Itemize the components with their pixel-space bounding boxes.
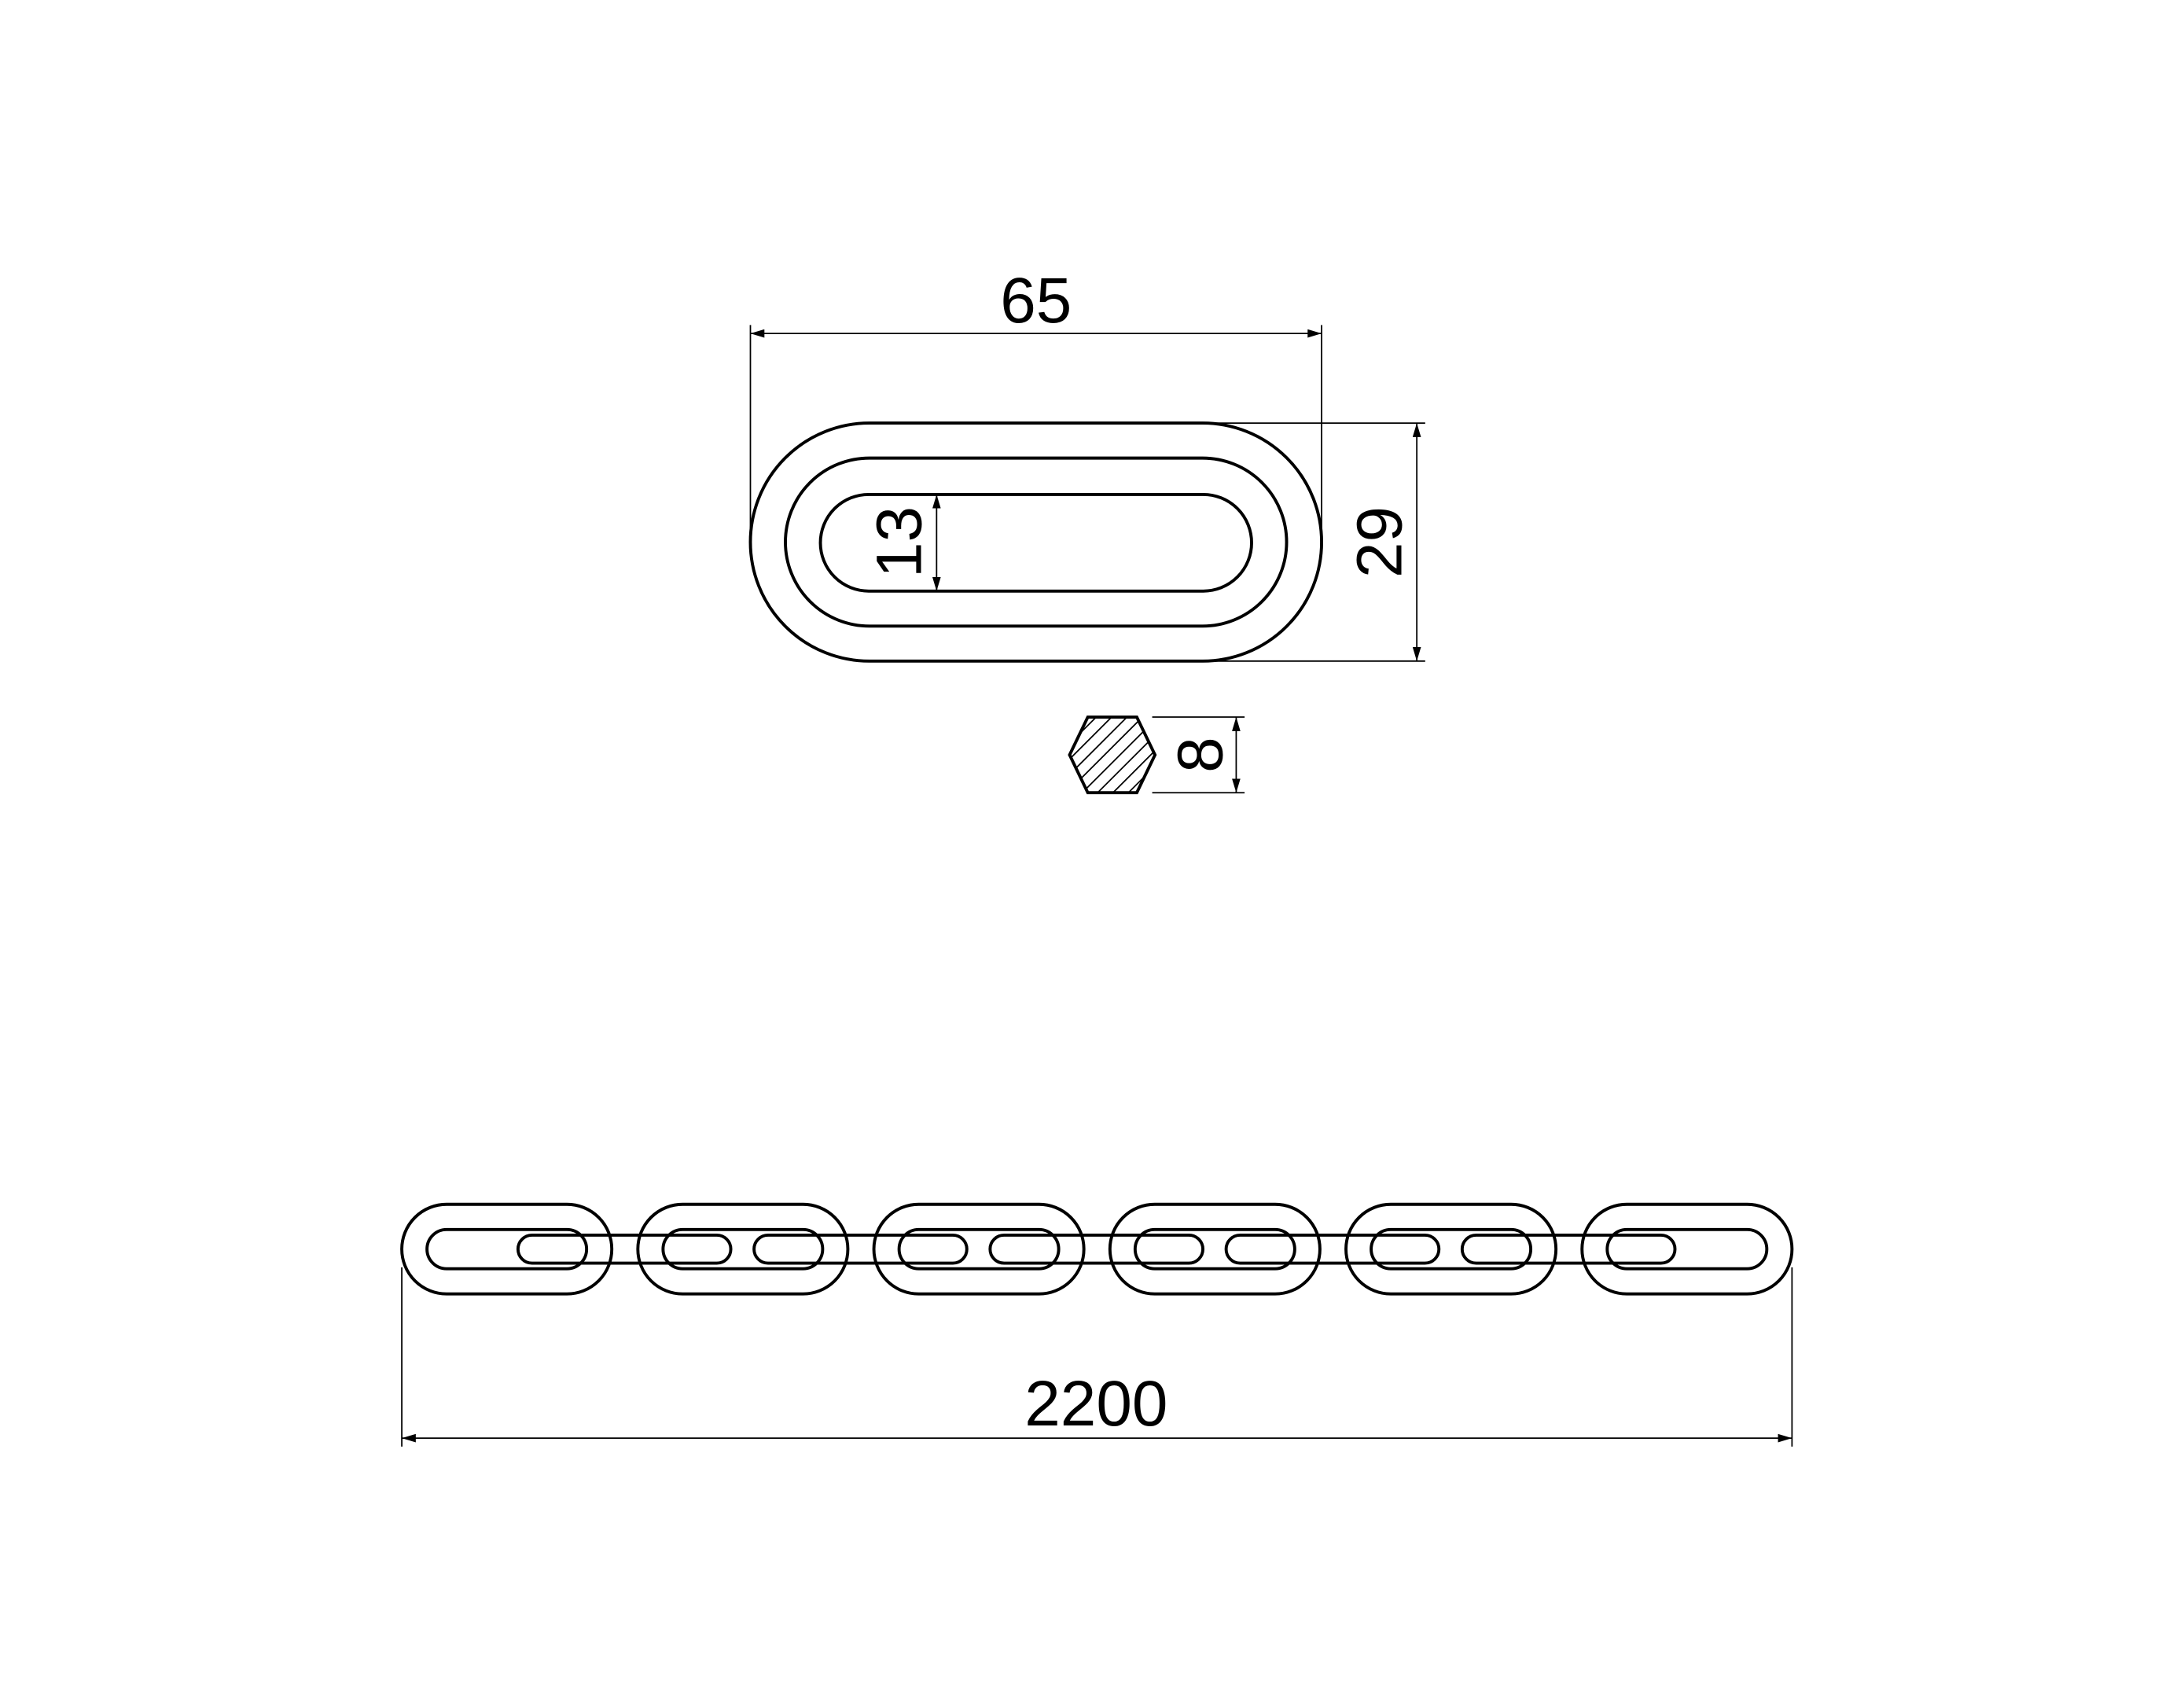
chain-view — [400, 1202, 1794, 1296]
dimension-label-width: 29 — [1344, 506, 1416, 578]
dimension-label-inner-width: 13 — [864, 506, 936, 578]
hexagon-section — [1068, 715, 1157, 795]
dimension-label-chain-length: 2200 — [1024, 1368, 1167, 1440]
chain-cross-link — [1224, 1233, 1441, 1265]
link-detail — [748, 421, 1324, 663]
chain-link-outer — [1580, 1202, 1794, 1296]
chain-cross-link — [1460, 1233, 1677, 1265]
chain-link-outer — [1344, 1202, 1558, 1296]
chain-link-inner — [1370, 1227, 1533, 1271]
hatch-line — [1069, 717, 1084, 793]
chain-link-inner — [661, 1227, 825, 1271]
dimension-label-length: 65 — [1000, 265, 1072, 337]
chain-link-inner — [1133, 1227, 1296, 1271]
dimension-width: 29 — [1207, 422, 1425, 662]
hatch-line — [1069, 717, 1100, 793]
dimension-length: 65 — [749, 265, 1322, 544]
chain-cross-link — [988, 1233, 1204, 1265]
chain-link-outer — [1108, 1202, 1322, 1296]
chain-cross-link — [752, 1233, 969, 1265]
chain-link-outer — [636, 1202, 850, 1296]
chain-link-inner — [897, 1227, 1061, 1271]
chain-link-outer — [872, 1202, 1086, 1296]
dimension-chain-length: 2200 — [401, 1267, 1793, 1447]
link-middle-contour — [784, 456, 1289, 628]
dimension-label-wire: 8 — [1165, 737, 1237, 773]
dimension-inner-width: 13 — [864, 494, 941, 591]
chain-link-inner — [1605, 1227, 1769, 1271]
chain-link-inner — [425, 1227, 589, 1271]
chain-cross-link — [516, 1233, 733, 1265]
wire-cross-section: 8 — [1068, 715, 1245, 795]
link-inner-contour — [818, 492, 1253, 593]
chain-link-outer — [400, 1202, 614, 1296]
